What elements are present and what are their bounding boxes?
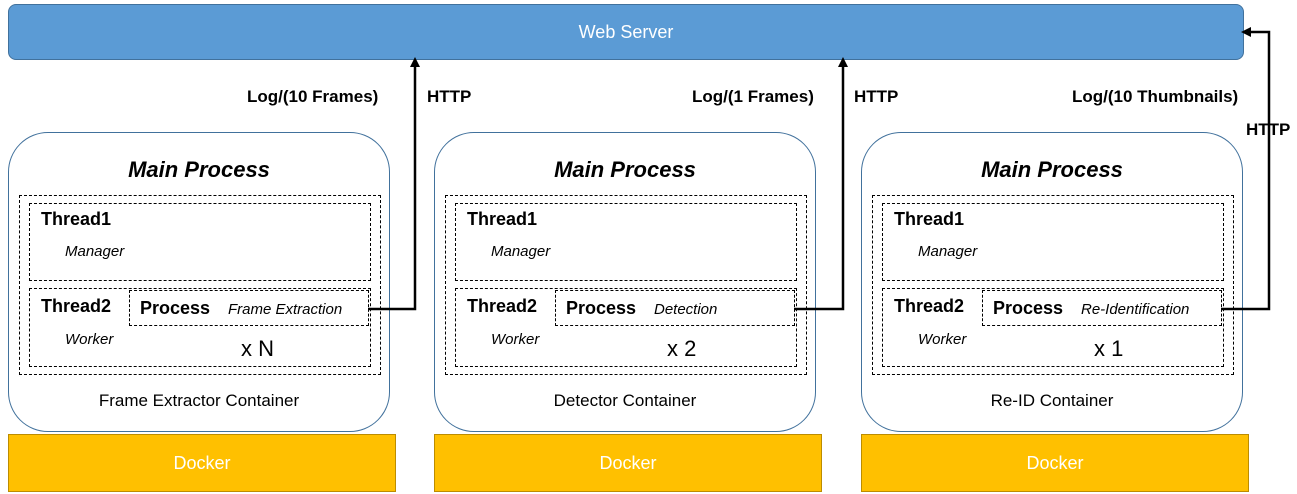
main-process-title: Main Process [981,157,1123,182]
log-label: Log/(1 Frames) [692,87,814,106]
log-label: Log/(10 Thumbnails) [1072,87,1239,106]
thread1-box [29,203,371,281]
http-arrow-detector [794,57,848,311]
process-multiplier: x 1 [1094,336,1124,361]
thread2-label: Thread2 [41,296,112,316]
docker-bar: Docker [861,434,1249,492]
http-arrow-frame-extractor [368,57,420,311]
http-arrow-reid [1221,27,1271,311]
thread1-label: Thread1 [467,209,538,229]
http-label: HTTP [854,87,899,106]
process-multiplier: x N [241,336,274,361]
frame-extractor-container: Main Process Thread1 Manager Thread2 Wor… [8,132,390,432]
thread1-label: Thread1 [41,209,112,229]
thread2-role: Worker [491,331,540,348]
thread1-role: Manager [491,243,551,260]
main-process-boundary [19,195,381,375]
docker-label: Docker [599,452,657,473]
thread1-role: Manager [918,243,978,260]
reid-container: Main Process Thread1 Manager Thread2 Wor… [861,132,1243,432]
thread2-label: Thread2 [467,296,538,316]
web-server-node: Web Server [8,4,1244,60]
thread2-box [29,288,371,367]
thread2-box [882,288,1224,367]
process-label: Process [566,298,637,318]
container-name: Frame Extractor Container [98,391,300,410]
docker-bar: Docker [434,434,822,492]
thread1-box [882,203,1224,281]
process-label: Process [140,298,211,318]
process-task: Re-Identification [1081,301,1190,318]
main-process-title: Main Process [554,157,696,182]
thread1-label: Thread1 [894,209,965,229]
process-task: Frame Extraction [228,301,343,318]
process-box: Process Detection [555,290,795,326]
container-name: Re-ID Container [990,391,1114,410]
process-box: Process Frame Extraction [129,290,369,326]
process-label: Process [993,298,1064,318]
thread2-box [455,288,797,367]
thread2-label: Thread2 [894,296,965,316]
thread1-role: Manager [65,243,125,260]
main-process-boundary [445,195,807,375]
http-label: HTTP [1246,120,1291,139]
log-label: Log/(10 Frames) [247,87,379,106]
process-box: Process Re-Identification [982,290,1222,326]
detector-container: Main Process Thread1 Manager Thread2 Wor… [434,132,816,432]
docker-label: Docker [173,452,231,473]
main-process-title: Main Process [128,157,270,182]
container-name: Detector Container [553,391,697,410]
http-label: HTTP [427,87,472,106]
main-process-boundary [872,195,1234,375]
process-multiplier: x 2 [667,336,697,361]
thread1-box [455,203,797,281]
docker-bar: Docker [8,434,396,492]
web-server-label: Web Server [578,21,674,42]
thread2-role: Worker [65,331,114,348]
thread2-role: Worker [918,331,967,348]
process-task: Detection [654,301,718,318]
docker-label: Docker [1026,452,1084,473]
